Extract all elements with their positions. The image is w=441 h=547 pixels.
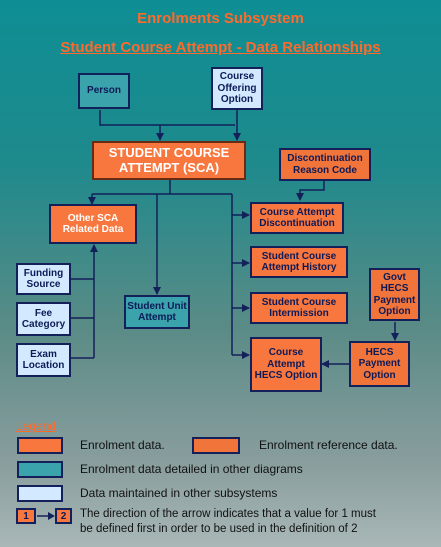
- node-discontinuation-reason-code[interactable]: Discontinuation Reason Code: [279, 148, 371, 181]
- node-student-course-attempt-label: STUDENT COURSE ATTEMPT (SCA): [108, 144, 230, 175]
- legend-swatch-other-subsystems: [17, 485, 63, 502]
- node-student-course-intermission-label: Student Course Intermission: [261, 296, 337, 320]
- node-course-offering-option[interactable]: Course Offering Option: [211, 67, 263, 110]
- node-fee-category[interactable]: Fee Category: [16, 302, 71, 336]
- node-student-course-attempt-history-label: Student Course Attempt History: [261, 250, 337, 274]
- legend-label-enrolment-reference-data: Enrolment reference data.: [259, 438, 398, 452]
- node-discontinuation-reason-code-label: Discontinuation Reason Code: [287, 153, 363, 176]
- legend-swatch-enrolment-data: [17, 437, 63, 454]
- legend-title: Legend: [16, 419, 57, 433]
- node-person-label: Person: [87, 85, 121, 97]
- diagram-subtitle: Student Course Attempt - Data Relationsh…: [60, 39, 381, 56]
- node-course-offering-option-label: Course Offering Option: [217, 71, 257, 106]
- legend-arrow-note-line1: The direction of the arrow indicates tha…: [80, 508, 376, 520]
- legend-swatch-enrolment-reference-data: [192, 437, 240, 454]
- node-govt-hecs-payment-option-label: Govt HECS Payment Option: [373, 271, 416, 318]
- node-hecs-payment-option[interactable]: HECS Payment Option: [349, 341, 410, 387]
- legend-swatch-other-diagrams: [17, 461, 63, 478]
- node-course-attempt-discontinuation-label: Course Attempt Discontinuation: [259, 206, 335, 230]
- node-course-attempt-discontinuation[interactable]: Course Attempt Discontinuation: [250, 202, 344, 234]
- legend-example-arrow: [37, 512, 55, 520]
- diagram-title: Enrolments Subsystem: [137, 10, 304, 27]
- node-course-attempt-hecs-option-label: Course Attempt HECS Option: [254, 347, 318, 382]
- node-other-sca-related-data[interactable]: Other SCA Related Data: [49, 204, 137, 244]
- node-other-sca-related-data-label: Other SCA Related Data: [62, 212, 124, 236]
- node-fee-category-label: Fee Category: [21, 307, 66, 331]
- node-exam-location-label: Exam Location: [22, 348, 65, 372]
- node-funding-source[interactable]: Funding Source: [16, 263, 71, 295]
- legend-example-node-1: 1: [16, 508, 36, 524]
- node-exam-location[interactable]: Exam Location: [16, 343, 71, 377]
- arrow-person-to-sca: [99, 110, 235, 126]
- node-hecs-payment-option-label: HECS Payment Option: [358, 346, 401, 381]
- legend-label-enrolment-data: Enrolment data.: [80, 438, 165, 452]
- node-person[interactable]: Person: [78, 73, 130, 109]
- legend-example-node-2: 2: [55, 508, 72, 524]
- node-funding-source-label: Funding Source: [23, 267, 64, 291]
- node-student-course-attempt[interactable]: STUDENT COURSE ATTEMPT (SCA): [92, 141, 246, 180]
- legend-label-other-diagrams: Enrolment data detailed in other diagram…: [80, 462, 303, 476]
- node-govt-hecs-payment-option[interactable]: Govt HECS Payment Option: [369, 268, 420, 321]
- arrow-reason-to-discontinuation: [296, 181, 325, 201]
- node-student-course-intermission[interactable]: Student Course Intermission: [250, 292, 348, 324]
- node-course-attempt-hecs-option[interactable]: Course Attempt HECS Option: [250, 337, 322, 392]
- node-student-unit-attempt[interactable]: Student Unit Attempt: [124, 295, 190, 329]
- node-student-unit-attempt-label: Student Unit Attempt: [127, 300, 187, 324]
- legend-arrow-note-line2: be defined first in order to be used in …: [80, 523, 358, 535]
- legend-label-other-subsystems: Data maintained in other subsystems: [80, 486, 278, 500]
- node-student-course-attempt-history[interactable]: Student Course Attempt History: [250, 246, 348, 278]
